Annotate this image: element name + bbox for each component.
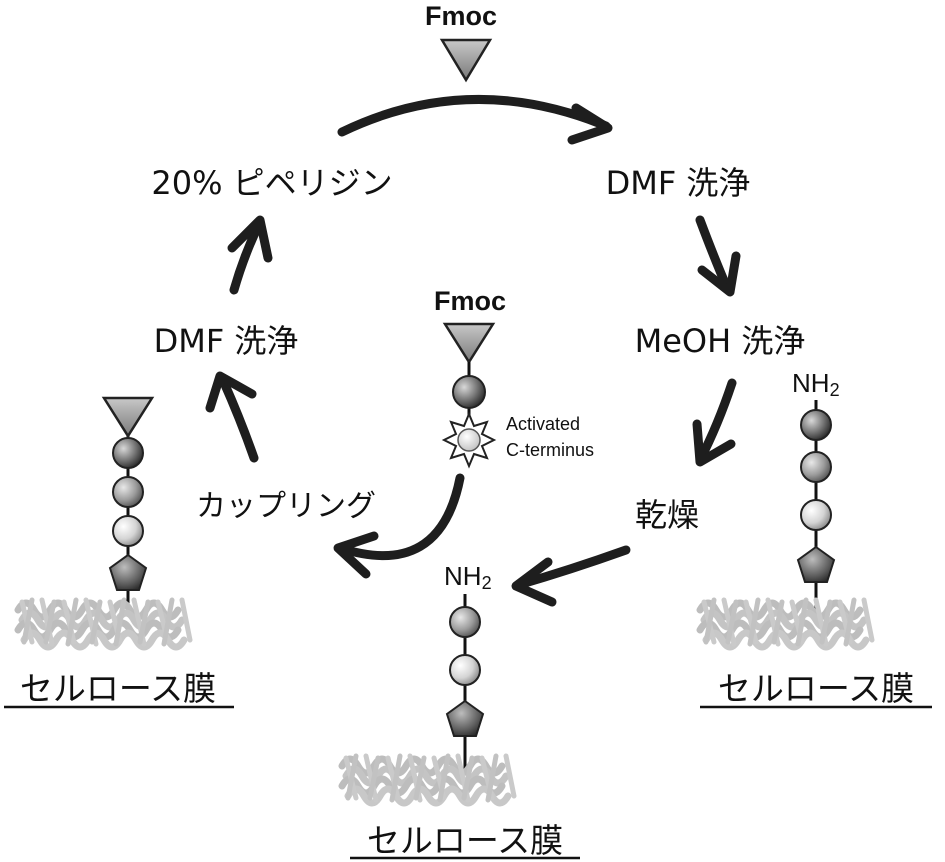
left-fmoc-triangle xyxy=(101,396,155,439)
label-activated: Activated xyxy=(506,414,580,434)
label-coupling: カップリング xyxy=(196,489,376,524)
label-membrane-left: セルロース膜 xyxy=(20,669,216,708)
activated-amino-acid xyxy=(441,322,497,469)
center-peptide-chain xyxy=(446,594,484,772)
fmoc-center-triangle xyxy=(442,322,496,365)
left-membrane-fibers xyxy=(18,600,190,647)
arrow-left-1-head xyxy=(205,371,257,413)
arrow-top-head xyxy=(567,103,613,145)
label-membrane-center: セルロース膜 xyxy=(367,821,563,860)
arrow-right-2-head xyxy=(692,419,736,467)
fmoc-top-label: Fmoc xyxy=(425,1,497,31)
left-peptide-chain xyxy=(101,396,155,612)
arrow-left-2-head xyxy=(227,215,273,263)
label-dmf-wash-left: DMF 洗浄 xyxy=(154,322,299,360)
label-piperidine: 20% ピペリジン xyxy=(151,164,392,202)
label-nh2-center: NH2 xyxy=(444,561,492,593)
arrow-right-1-head xyxy=(697,251,741,297)
right-membrane-fibers xyxy=(700,600,872,647)
arrow-center-curve-head xyxy=(333,531,379,579)
arrow-left-1 xyxy=(217,373,259,463)
label-c-terminus: C-terminus xyxy=(506,440,594,460)
center-membrane-fibers xyxy=(342,756,514,803)
label-meoh-wash: MeOH 洗浄 xyxy=(635,322,806,360)
arrow-top xyxy=(337,94,611,137)
arrow-bottom-right-head xyxy=(511,557,557,607)
label-membrane-right: セルロース膜 xyxy=(718,669,914,708)
center-amino-sphere xyxy=(452,375,486,409)
fmoc-center-label: Fmoc xyxy=(434,286,506,316)
label-dmf-wash-right: DMF 洗浄 xyxy=(606,164,751,202)
label-dry: 乾燥 xyxy=(635,496,699,534)
label-nh2-right: NH2 xyxy=(792,368,840,400)
arrow-center-curve xyxy=(335,473,465,561)
right-peptide-chain xyxy=(797,400,835,612)
fmoc-top-triangle xyxy=(439,38,493,83)
